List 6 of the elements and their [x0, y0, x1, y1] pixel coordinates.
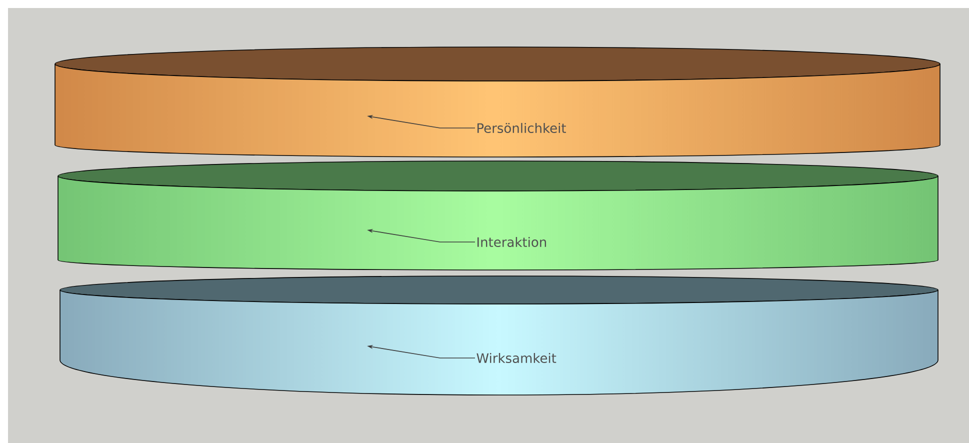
layer-label: Persönlichkeit	[477, 122, 566, 134]
layer-label: Interaktion	[477, 236, 546, 248]
layer-label: Wirksamkeit	[476, 352, 556, 364]
disc-drawing	[58, 160, 938, 270]
disc-drawing	[60, 276, 938, 396]
disc-drawing	[54, 46, 940, 158]
